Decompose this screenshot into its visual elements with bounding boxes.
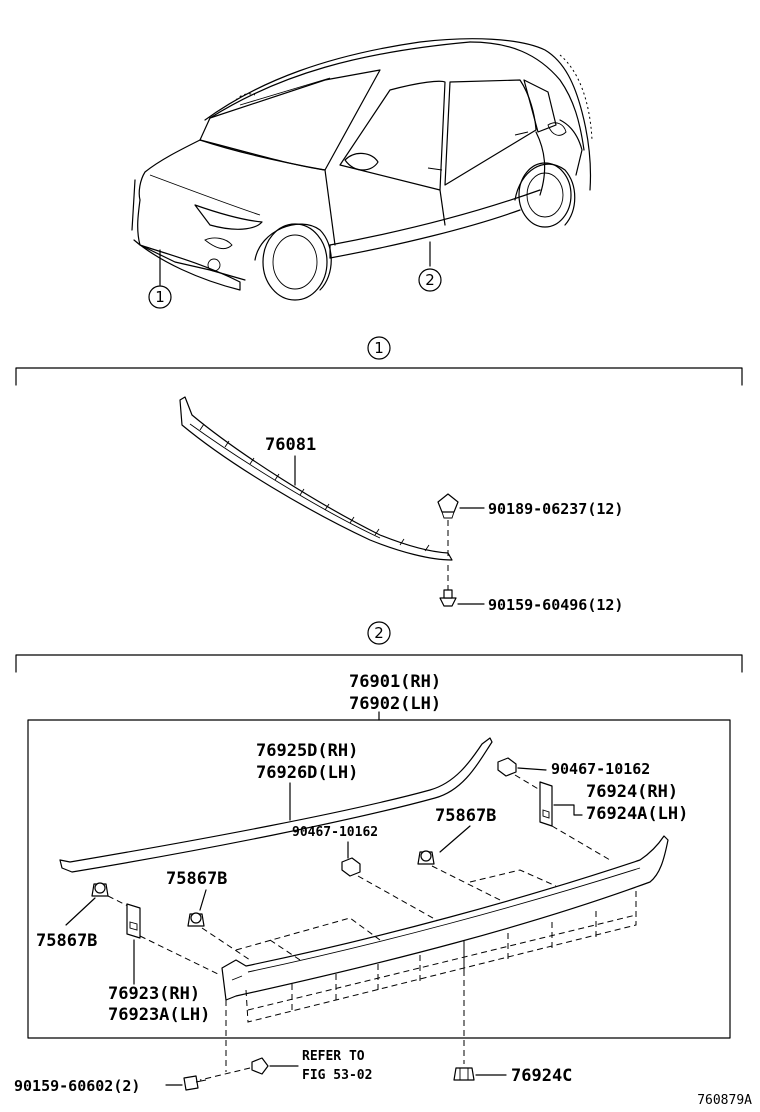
- label-90189-06237: 90189-06237(12): [488, 500, 623, 518]
- front-bracket-icon: [126, 903, 141, 939]
- clip-mid-icon: [417, 850, 435, 865]
- label-76923: 76923(RH): [108, 984, 200, 1004]
- section-1: 1 76081 90189-06237(12) 90159-60496(12): [15, 336, 743, 614]
- label-75867B-left: 75867B: [166, 869, 227, 889]
- label-76924: 76924(RH): [586, 782, 678, 802]
- label-90159-60602: 90159-60602(2): [14, 1077, 140, 1095]
- refer-line-1: REFER TO: [302, 1049, 365, 1064]
- push-clip-icon: [251, 1057, 269, 1075]
- label-76081: 76081: [265, 435, 316, 455]
- label-75867B-mid: 75867B: [435, 806, 496, 826]
- figure-code: 760879A: [697, 1093, 752, 1108]
- section-2-bracket: [15, 654, 743, 673]
- callout-2-car-label: 2: [425, 271, 435, 289]
- assembly-box: [27, 719, 731, 1039]
- label-76924C: 76924C: [511, 1066, 572, 1086]
- nut-top-icon: [497, 757, 517, 777]
- label-76925D: 76925D(RH): [256, 741, 358, 761]
- section-1-callout: 1: [374, 339, 384, 357]
- refer-line-2: FIG 53-02: [302, 1068, 372, 1083]
- clip-far-left-icon: [91, 882, 109, 897]
- label-76902: 76902(LH): [349, 694, 441, 714]
- section-1-bracket: [15, 367, 743, 386]
- label-76923A: 76923A(LH): [108, 1005, 210, 1025]
- label-76924A: 76924A(LH): [586, 804, 688, 824]
- front-spoiler-strip: [179, 396, 453, 561]
- upper-moulding: [59, 737, 493, 873]
- label-76901: 76901(RH): [349, 672, 441, 692]
- section-2-callout: 2: [374, 624, 384, 642]
- clip-c-icon: [453, 1067, 475, 1081]
- label-76926D: 76926D(LH): [256, 763, 358, 783]
- side-sill-panel: [221, 835, 669, 1001]
- callout-2-car: 2: [418, 268, 442, 292]
- car-illustration: [131, 38, 593, 301]
- clip-icon: [437, 493, 459, 519]
- label-75867B-far-left: 75867B: [36, 931, 97, 951]
- label-90467-10162-mid: 90467-10162: [292, 825, 378, 840]
- section-2: 2 76901(RH) 76902(LH) 76925D(RH) 76926D(…: [14, 621, 743, 1095]
- nut-mid-icon: [341, 857, 361, 877]
- callout-1-car: 1: [148, 285, 172, 309]
- screw-bottom-icon: [183, 1075, 207, 1091]
- rear-bracket-icon: [539, 781, 553, 827]
- label-90467-10162-top: 90467-10162: [551, 760, 650, 778]
- screw-icon: [439, 589, 457, 607]
- label-90159-60496: 90159-60496(12): [488, 596, 623, 614]
- callout-1-car-label: 1: [155, 288, 165, 306]
- clip-left-icon: [187, 912, 205, 927]
